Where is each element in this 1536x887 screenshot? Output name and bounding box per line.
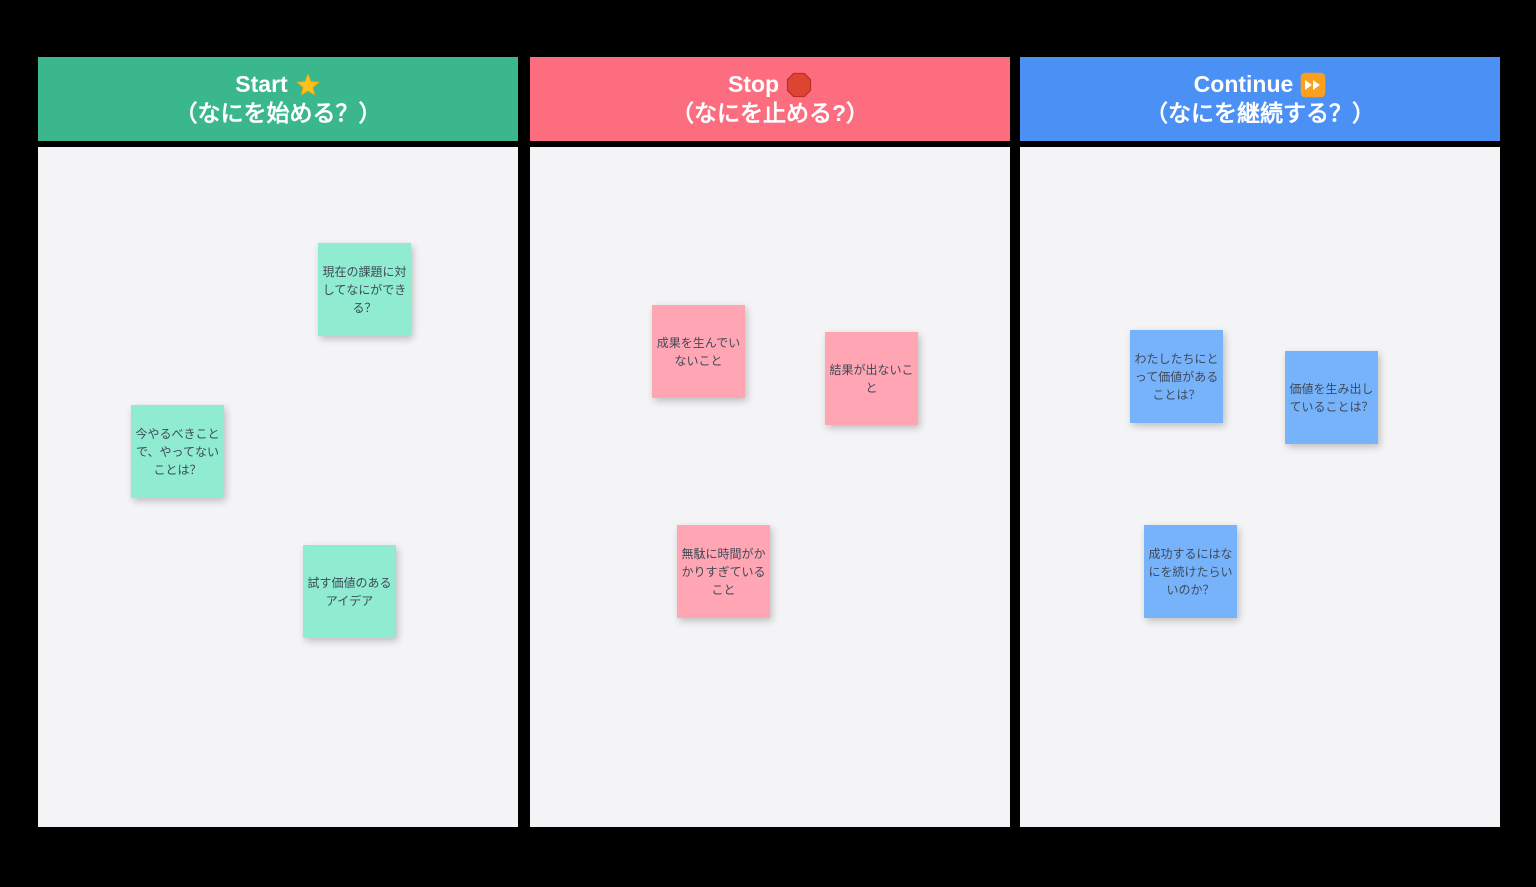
- column-title-line: Stop: [728, 70, 812, 99]
- sticky-note-text: 無駄に時間がかかりすぎていること: [681, 546, 766, 597]
- column-title: Stop: [727, 71, 780, 98]
- sticky-note-text: 試す価値のあるアイデア: [307, 575, 392, 608]
- sticky-note[interactable]: 試す価値のあるアイデア: [303, 545, 396, 638]
- column-canvas-start[interactable]: 現在の課題に対してなにができる？ 今やるべきことで、やってないことは？ 試す価値…: [38, 147, 518, 827]
- column-header-continue: Continue （なにを継続する？）: [1020, 57, 1500, 141]
- stop-sign-icon: [786, 72, 812, 98]
- column-header-start: Start （なにを始める？）: [38, 57, 518, 141]
- column-subtitle: （なにを継続する？）: [1145, 100, 1375, 126]
- column-canvas-stop[interactable]: 成果を生んでいないこと 結果が出ないこと 無駄に時間がかかりすぎていること: [530, 147, 1010, 827]
- column-title: Continue: [1193, 71, 1294, 98]
- sticky-note[interactable]: 価値を生み出していることは？: [1285, 351, 1378, 444]
- sticky-note[interactable]: わたしたちにとって価値があることは？: [1130, 330, 1223, 423]
- column-title: Start: [235, 71, 288, 98]
- sticky-note-text: 成功するにはなにを続けたらいいのか？: [1148, 546, 1233, 597]
- sticky-note-text: 成果を生んでいないこと: [656, 335, 741, 368]
- column-subtitle: （なにを止める?）: [670, 100, 870, 126]
- column-stop: Stop （なにを止める?） 成果を生んでいないこと 結果が出ないこと 無駄に時…: [530, 57, 1010, 827]
- sticky-note[interactable]: 無駄に時間がかかりすぎていること: [677, 525, 770, 618]
- sticky-note[interactable]: 現在の課題に対してなにができる？: [318, 243, 411, 336]
- star-icon: [295, 72, 321, 98]
- column-start: Start （なにを始める？） 現在の課題に対してなにができる？ 今やるべきこと…: [38, 57, 518, 827]
- sticky-note[interactable]: 成果を生んでいないこと: [652, 305, 745, 398]
- sticky-note-text: 結果が出ないこと: [829, 362, 914, 395]
- column-subtitle: （なにを始める？）: [174, 100, 382, 126]
- sticky-note[interactable]: 結果が出ないこと: [825, 332, 918, 425]
- column-title-line: Start: [235, 70, 320, 99]
- column-header-stop: Stop （なにを止める?）: [530, 57, 1010, 141]
- sticky-note[interactable]: 今やるべきことで、やってないことは？: [131, 405, 224, 498]
- sticky-note-text: 現在の課題に対してなにができる？: [322, 264, 407, 315]
- column-title-line: Continue: [1194, 70, 1327, 99]
- sticky-note-text: 今やるべきことで、やってないことは？: [135, 426, 220, 477]
- sticky-note-text: 価値を生み出していることは？: [1289, 381, 1374, 414]
- sticky-note-text: わたしたちにとって価値があることは？: [1134, 351, 1219, 402]
- column-continue: Continue （なにを継続する？） わたしたちにとって価値があることは？ 価…: [1020, 57, 1500, 827]
- fast-forward-icon: [1300, 72, 1326, 98]
- sticky-note[interactable]: 成功するにはなにを続けたらいいのか？: [1144, 525, 1237, 618]
- column-canvas-continue[interactable]: わたしたちにとって価値があることは？ 価値を生み出していることは？ 成功するには…: [1020, 147, 1500, 827]
